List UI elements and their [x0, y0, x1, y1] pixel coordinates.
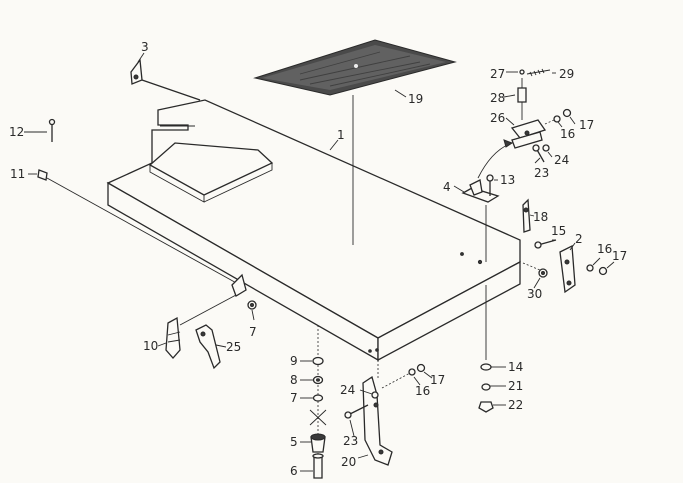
label-part-18: 18 — [533, 210, 548, 224]
hinge-block-26 — [510, 68, 572, 163]
hook-25 — [195, 324, 221, 370]
rubber-mat — [253, 39, 457, 96]
label-part-1: 1 — [337, 128, 345, 142]
hinge-bracket-left — [179, 273, 257, 326]
label-part-23-lower: 23 — [343, 434, 358, 448]
leg-bracket-20 — [344, 363, 426, 466]
bolt-11 — [37, 169, 241, 286]
label-part-23-upper: 23 — [534, 166, 549, 180]
label-part-14: 14 — [508, 360, 523, 374]
label-part-24-lower: 24 — [340, 383, 355, 397]
label-part-9: 9 — [290, 354, 298, 368]
stack-right — [478, 363, 494, 413]
label-part-12: 12 — [9, 125, 24, 139]
label-part-17-lower: 17 — [430, 373, 445, 387]
bracket-3 — [130, 58, 201, 101]
label-part-30: 30 — [527, 287, 542, 301]
label-part-10: 10 — [143, 339, 158, 353]
label-part-25: 25 — [226, 340, 241, 354]
right-side-parts — [522, 198, 608, 294]
label-part-26: 26 — [490, 111, 505, 125]
label-part-2: 2 — [575, 232, 583, 246]
label-part-17-right: 17 — [612, 249, 627, 263]
label-part-19: 19 — [408, 92, 423, 106]
label-part-16-right: 16 — [597, 242, 612, 256]
label-part-20: 20 — [341, 455, 356, 469]
label-part-28: 28 — [490, 91, 505, 105]
label-part-3: 3 — [141, 40, 149, 54]
label-part-24-upper: 24 — [554, 153, 569, 167]
stack-left — [309, 356, 327, 479]
label-part-4: 4 — [443, 180, 451, 194]
label-part-6: 6 — [290, 464, 298, 478]
label-part-16-lower: 16 — [415, 384, 430, 398]
label-part-17-upper: 17 — [579, 118, 594, 132]
label-part-7-stack: 7 — [290, 391, 298, 405]
label-part-7-left: 7 — [249, 325, 257, 339]
clamp-10 — [165, 316, 181, 359]
label-part-8: 8 — [290, 373, 298, 387]
label-part-15: 15 — [551, 224, 566, 238]
table-top — [106, 99, 521, 362]
label-part-27: 27 — [490, 67, 505, 81]
label-part-5: 5 — [290, 435, 298, 449]
part-labels: 3 12 11 1 19 27 29 28 26 16 17 24 23 4 1… — [9, 40, 627, 478]
label-part-29: 29 — [559, 67, 574, 81]
label-part-21: 21 — [508, 379, 523, 393]
leader-lines — [24, 52, 615, 472]
label-part-16-upper: 16 — [560, 127, 575, 141]
hinge-plate-4 — [461, 139, 514, 203]
label-part-13: 13 — [500, 173, 515, 187]
label-part-22: 22 — [508, 398, 523, 412]
pin-12 — [48, 118, 56, 142]
label-part-11: 11 — [10, 167, 25, 181]
